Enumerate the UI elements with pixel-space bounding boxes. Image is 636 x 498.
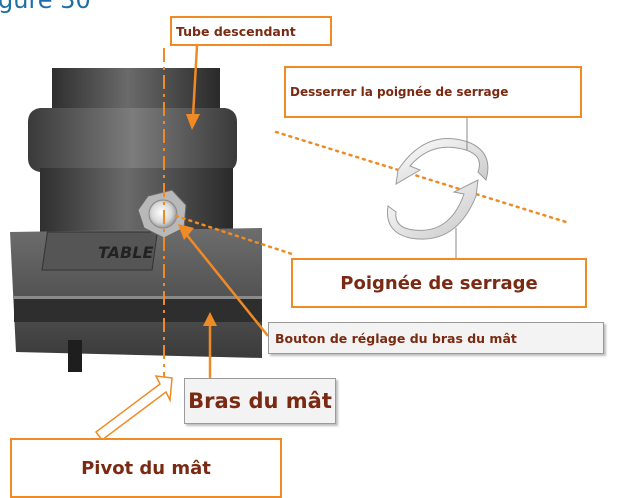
label-loosen-handle: Desserrer la poignée de serrage xyxy=(284,66,582,118)
label-tube-descendant: Tube descendant xyxy=(170,16,332,46)
arm-rail-highlight xyxy=(14,296,262,299)
arm-leg xyxy=(68,340,82,372)
arm-rail xyxy=(14,298,262,322)
label-adjust-button: Bouton de réglage du bras du mât xyxy=(268,322,604,354)
figure-header-fragment: gure 30 xyxy=(0,0,91,14)
label-mast-arm: Bras du mât xyxy=(184,378,336,424)
mast-assembly: TABLE xyxy=(10,68,262,372)
arrow-tube xyxy=(186,45,200,130)
arrow-button xyxy=(178,224,269,337)
table-plate-label: TABLE xyxy=(98,243,153,262)
lower-body xyxy=(40,168,233,238)
arrow-pivot-hollow xyxy=(94,375,173,442)
table-plate: TABLE xyxy=(41,231,158,271)
label-mast-pivot: Pivot du mât xyxy=(10,438,282,498)
arrow-arm xyxy=(203,312,217,378)
upper-collar xyxy=(28,108,237,172)
rotation-plane-line-lower xyxy=(174,214,294,256)
rotation-plane-line-upper xyxy=(274,130,568,224)
rotation-arrows-icon xyxy=(386,138,489,240)
label-clamping-handle: Poignée de serrage xyxy=(291,258,587,308)
